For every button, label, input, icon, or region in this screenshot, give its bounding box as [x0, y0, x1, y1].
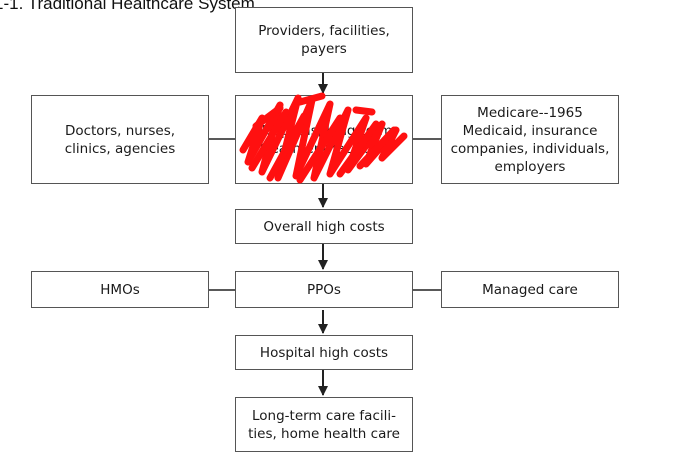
ltc-box: Long-term care facili- ties, home health…: [235, 397, 413, 452]
medicare-box: Medicare--1965 Medicaid, insurance compa…: [441, 95, 619, 184]
providers-box: Providers, facilities, payers: [235, 7, 413, 73]
ppos-box: PPOs: [235, 271, 413, 308]
hmos-box: HMOs: [31, 271, 209, 308]
doctors-box: Doctors, nurses, clinics, agencies: [31, 95, 209, 184]
managed-care-box: Managed care: [441, 271, 619, 308]
overall-costs-box: Overall high costs: [235, 209, 413, 244]
hospital-costs-box: Hospital high costs: [235, 335, 413, 370]
hospitals-box: Hospitals, long-term treatment facilitie…: [235, 95, 413, 184]
figure-title: 1-1. Traditional Healthcare System: [0, 0, 255, 13]
